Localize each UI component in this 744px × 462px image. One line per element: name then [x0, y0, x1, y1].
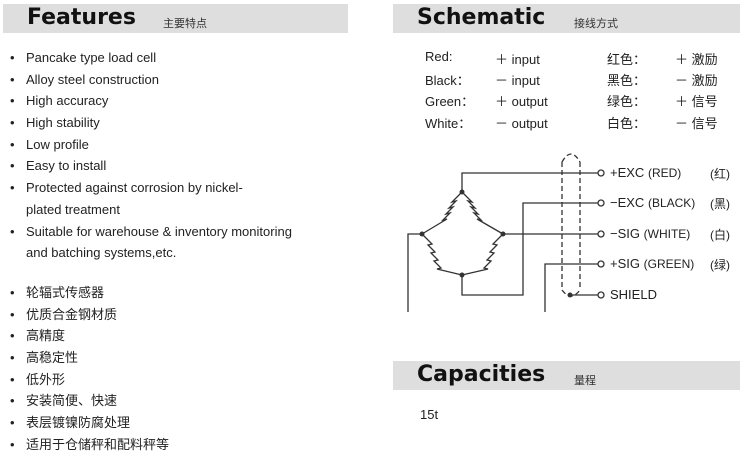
wire-color-cn: 绿色： [607, 94, 647, 109]
feature-item: Low profile [8, 134, 292, 156]
feature-item: Suitable for warehouse & inventory monit… [8, 221, 292, 243]
wire-signal: ＋ output [495, 94, 548, 109]
schematic-title: Schematic [417, 5, 546, 30]
wire-signal-cn: ＋ 激励 [675, 52, 718, 67]
terminal-exc-plus: +EXC (RED) (红) [610, 165, 730, 181]
feature-item: Easy to install [8, 155, 292, 177]
capacity-value: 15t [420, 407, 439, 422]
wire-name-cn: (黑) [710, 197, 730, 211]
terminal-shield: SHIELD [610, 287, 657, 302]
terminal-sig-minus: −SIG (WHITE) (白) [610, 226, 730, 242]
wires [407, 172, 598, 312]
feature-item-cn: 表层镀镍防腐处理 [8, 412, 169, 434]
schematic-title-cn: 接线方式 [574, 18, 618, 30]
feature-item-cn: 高稳定性 [8, 347, 169, 369]
shield-cable [561, 153, 581, 297]
feature-item-cn: 安装简便、快速 [8, 390, 169, 412]
features-title: Features [27, 5, 136, 30]
signal-name: SHIELD [610, 287, 657, 302]
features-list-en: Pancake type load cell Alloy steel const… [8, 47, 292, 264]
wire-signal-cn: － 信号 [675, 116, 718, 131]
wire-name: (GREEN) [643, 257, 695, 271]
feature-item: plated treatment [26, 201, 120, 217]
feature-item: Alloy steel construction [8, 69, 292, 91]
wire-name: (RED) [647, 166, 682, 180]
wire-color: Black： [425, 73, 470, 88]
capacities-header: Capacities 量程 [393, 361, 740, 390]
features-header: Features 主要特点 [3, 4, 348, 33]
feature-item-cn: 适用于仓储秤和配料秤等 [8, 434, 169, 456]
wire-name: (WHITE) [643, 227, 691, 241]
feature-item: High accuracy [8, 90, 292, 112]
terminal-circles [597, 169, 605, 299]
wire-name-cn: (白) [710, 228, 730, 242]
junction-dots [419, 189, 573, 298]
wire-signal-cn: ＋ 信号 [675, 94, 718, 109]
schematic-header: Schematic 接线方式 [393, 4, 740, 33]
feature-item-cn: 低外形 [8, 369, 169, 391]
wire-color: White： [425, 116, 472, 131]
wire-signal-cn: － 激励 [675, 73, 718, 88]
wire-color-cn: 白色： [607, 116, 647, 131]
feature-item: Protected against corrosion by nickel- [8, 177, 292, 199]
features-title-cn: 主要特点 [163, 18, 207, 30]
bridge-resistors [421, 191, 504, 276]
signal-name: −SIG [610, 226, 640, 241]
wire-color-cn: 黑色： [607, 73, 647, 88]
feature-item-cn: 轮辐式传感器 [8, 282, 169, 304]
feature-item: and batching systems,etc. [26, 245, 177, 261]
feature-item-cn: 高精度 [8, 325, 169, 347]
feature-item-cn: 优质合金钢材质 [8, 304, 169, 326]
signal-name: −EXC [610, 195, 645, 210]
signal-name: +EXC [610, 165, 645, 180]
wire-signal: － output [495, 116, 548, 131]
wire-name-cn: (红) [710, 167, 730, 181]
feature-item: High stability [8, 112, 292, 134]
terminal-sig-plus: +SIG (GREEN) (绿) [610, 256, 730, 272]
wire-name-cn: (绿) [710, 258, 730, 272]
signal-name: +SIG [610, 256, 640, 271]
terminal-exc-minus: −EXC (BLACK) (黑) [610, 195, 730, 211]
wire-signal: － input [495, 73, 540, 88]
wire-color: Green： [425, 94, 475, 109]
features-list-cn: 轮辐式传感器 优质合金钢材质 高精度 高稳定性 低外形 安装简便、快速 表层镀镍… [8, 282, 169, 456]
wire-color: Red: [425, 49, 453, 64]
capacities-title-cn: 量程 [574, 375, 596, 387]
wire-name: (BLACK) [647, 196, 696, 210]
feature-item: Pancake type load cell [8, 47, 292, 69]
wire-color-cn: 红色： [607, 52, 647, 67]
wire-signal: ＋ input [495, 52, 540, 67]
capacities-title: Capacities [417, 362, 546, 387]
